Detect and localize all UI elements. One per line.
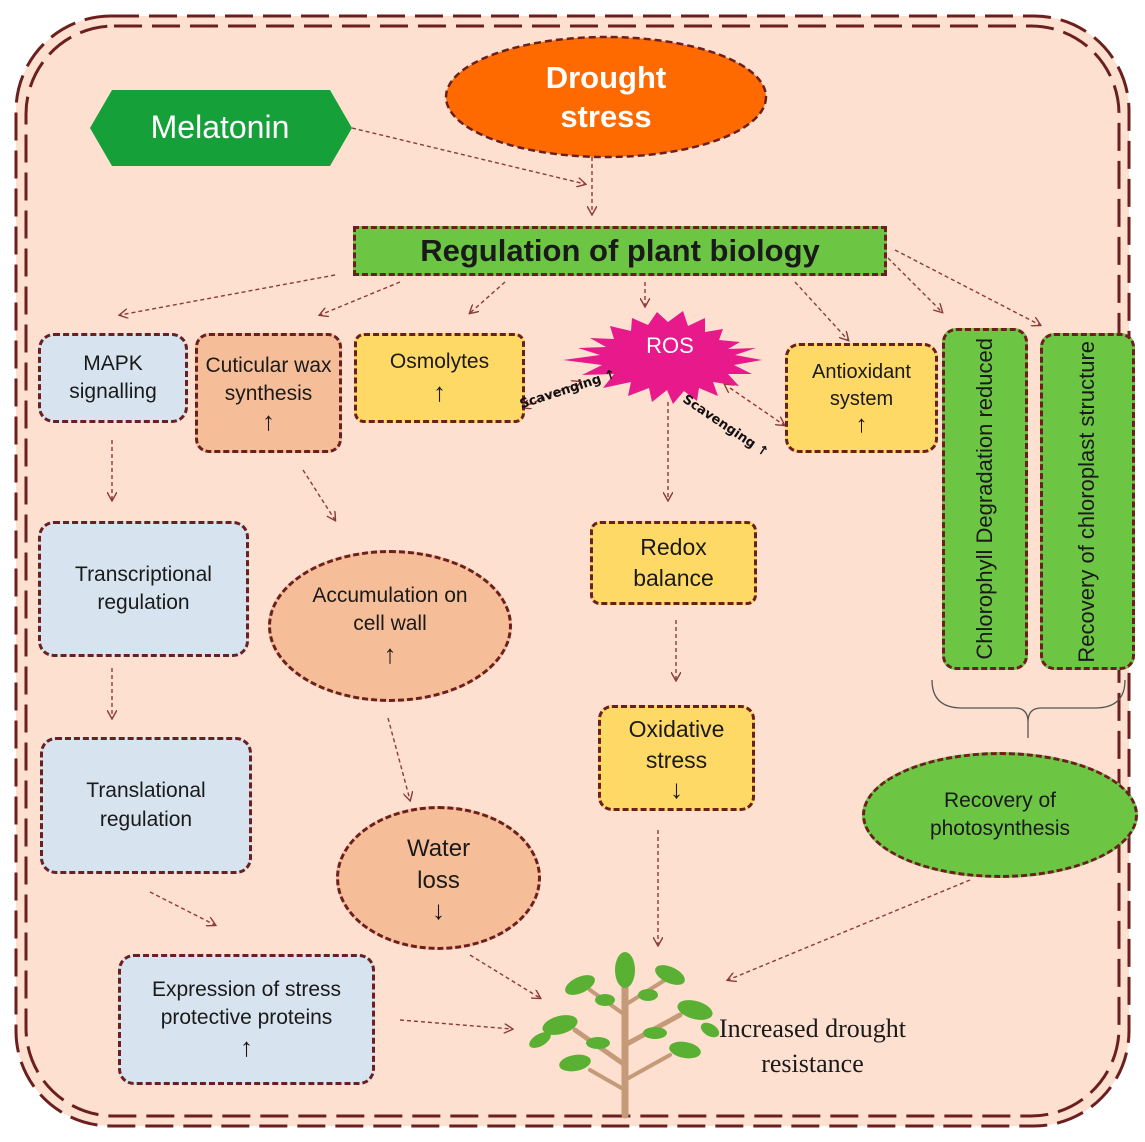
up-arrow-icon: ↑ xyxy=(855,411,868,438)
mapk-box: MAPK signalling xyxy=(38,333,188,423)
melatonin-hexagon xyxy=(90,90,352,166)
plant-icon xyxy=(529,952,720,1119)
accumulation-ellipse: Accumulation on cell wall ↑ xyxy=(268,550,512,702)
cuticular-wax-box: Cuticular wax synthesis ↑ xyxy=(195,333,342,453)
up-arrow-icon: ↑ xyxy=(262,406,275,437)
oxidative-box: Oxidative stress ↓ xyxy=(598,705,755,811)
ros-starburst xyxy=(563,311,762,404)
ros-label: ROS xyxy=(646,333,694,359)
oxidative-text: Oxidative stress xyxy=(628,715,725,773)
accumulation-text: Accumulation on cell wall xyxy=(312,584,468,636)
osmolytes-text: Osmolytes xyxy=(389,350,490,374)
transcriptional-box: Transcriptional regulation xyxy=(38,521,249,657)
cuticular-text: Cuticular wax synthesis xyxy=(205,353,332,405)
regulation-box: Regulation of plant biology xyxy=(353,226,887,276)
expression-text: Expression of stress protective proteins xyxy=(151,977,342,1029)
drought-ellipse xyxy=(444,35,768,159)
antioxidant-text: Antioxidant system xyxy=(812,361,911,410)
up-arrow-icon: ↑ xyxy=(240,1032,253,1063)
up-arrow-icon: ↑ xyxy=(383,638,397,669)
translational-box: Translational regulation xyxy=(40,737,252,874)
up-arrow-icon: ↑ xyxy=(433,376,446,407)
antioxidant-box: Antioxidant system ↑ xyxy=(785,343,938,453)
water-loss-text: Water loss xyxy=(406,834,471,894)
chlorophyll-box: Chlorophyll Degradation reduced xyxy=(942,328,1028,670)
down-arrow-icon: ↓ xyxy=(670,774,683,805)
down-arrow-icon: ↓ xyxy=(432,895,445,926)
melatonin-label: Melatonin xyxy=(150,109,290,146)
photosynthesis-ellipse: Recovery of photosynthesis xyxy=(862,752,1138,878)
water-loss-ellipse: Water loss ↓ xyxy=(336,806,541,950)
chloroplast-box: Recovery of chloroplast structure xyxy=(1040,333,1135,670)
expression-box: Expression of stress protective proteins… xyxy=(118,954,375,1085)
drought-stress-label: Drought stress xyxy=(545,60,667,134)
chlorophyll-text: Chlorophyll Degradation reduced xyxy=(971,338,997,660)
result-label: Increased drought resistance xyxy=(719,1013,906,1078)
redox-box: Redox balance xyxy=(590,521,757,605)
osmolytes-box: Osmolytes ↑ xyxy=(354,333,525,423)
chloroplast-text: Recovery of chloroplast structure xyxy=(1074,340,1100,663)
